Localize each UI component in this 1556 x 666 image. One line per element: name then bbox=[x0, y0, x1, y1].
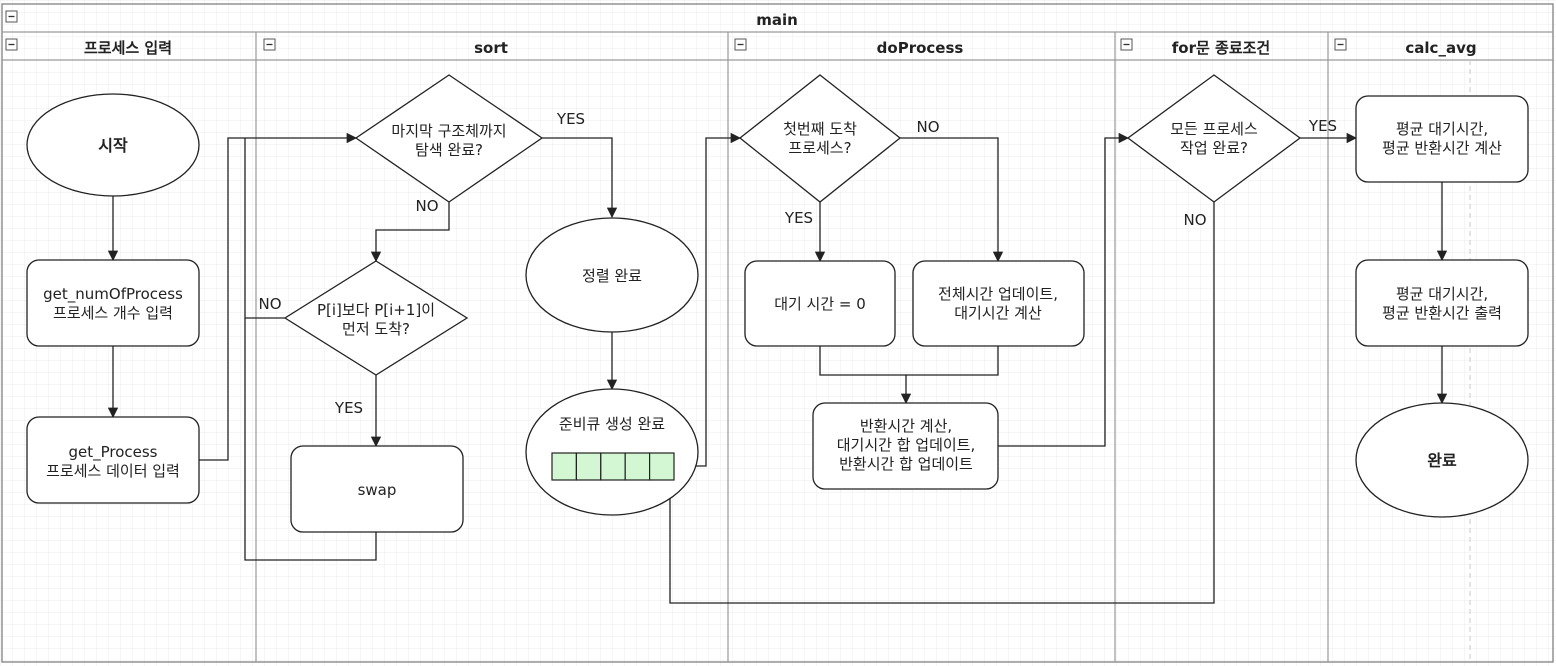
node-compare-line2: 먼저 도착? bbox=[342, 320, 410, 338]
node-first-arrival-decision[interactable]: 첫번째 도착 프로세스? bbox=[738, 74, 902, 203]
node-end-text: 완료 bbox=[1427, 451, 1457, 470]
node-sort-done[interactable]: 정렬 완료 bbox=[525, 217, 699, 333]
node-start-text: 시작 bbox=[98, 136, 128, 155]
node-update-total-line1: 전체시간 업데이트, bbox=[938, 285, 1058, 303]
node-all-done-decision[interactable]: 모든 프로세스 작업 완료? bbox=[1126, 74, 1302, 203]
edge-update-to-turnaround bbox=[906, 346, 999, 376]
lane-title-sort: sort bbox=[474, 39, 508, 57]
lane-calc-avg: calc_avg bbox=[1334, 38, 1477, 57]
lane-sort: sort bbox=[263, 38, 508, 57]
ready-queue-cells bbox=[551, 452, 675, 481]
lane-title-input: 프로세스 입력 bbox=[84, 39, 172, 57]
node-get-num[interactable]: get_numOfProcess 프로세스 개수 입력 bbox=[26, 259, 200, 347]
lane-doprocess: doProcess bbox=[734, 38, 964, 57]
lane-collapse-button[interactable] bbox=[5, 38, 18, 51]
edge-alldone-no-loop bbox=[669, 202, 1215, 604]
lane-collapse-button[interactable] bbox=[263, 38, 276, 51]
node-end[interactable]: 완료 bbox=[1355, 402, 1529, 518]
edge-label-first-yes: YES bbox=[784, 209, 813, 227]
edge-label-compare-no: NO bbox=[258, 295, 281, 313]
node-ready-queue[interactable]: 준비큐 생성 완료 bbox=[525, 388, 699, 516]
edge-label-compare-yes: YES bbox=[334, 399, 363, 417]
lane-title-for-end: for문 종료조건 bbox=[1172, 39, 1270, 57]
node-swap-text: swap bbox=[358, 481, 397, 499]
edge-swap-loop bbox=[244, 318, 377, 561]
node-calc-avg-line1: 평균 대기시간, bbox=[1396, 120, 1488, 138]
node-get-num-line1: get_numOfProcess bbox=[43, 285, 183, 304]
edge-wait-to-turnaround bbox=[819, 346, 912, 405]
pool-main: main bbox=[1, 3, 1554, 663]
edge-label-last-yes: YES bbox=[556, 110, 585, 128]
node-print-avg-line1: 평균 대기시간, bbox=[1396, 285, 1488, 303]
edge-turnaround-to-alldone bbox=[998, 132, 1130, 447]
node-last-struct-line2: 탐색 완료? bbox=[415, 141, 483, 159]
node-wait-zero[interactable]: 대기 시간 = 0 bbox=[744, 260, 896, 347]
node-turnaround-line1: 반환시간 계산, bbox=[860, 417, 952, 435]
node-calc-avg[interactable]: 평균 대기시간, 평균 반환시간 계산 bbox=[1355, 95, 1529, 183]
node-get-num-line2: 프로세스 개수 입력 bbox=[53, 304, 173, 322]
node-start[interactable]: 시작 bbox=[26, 93, 200, 197]
node-last-struct-line1: 마지막 구조체까지 bbox=[391, 122, 506, 140]
node-print-avg-line2: 평균 반환시간 출력 bbox=[1382, 304, 1502, 322]
nodes: 시작 get_numOfProcess 프로세스 개수 입력 get_Proce… bbox=[26, 74, 1529, 533]
edge-label-all-yes: YES bbox=[1308, 117, 1337, 135]
lane-title-calc-avg: calc_avg bbox=[1405, 39, 1476, 57]
node-turnaround-line2: 대기시간 합 업데이트, bbox=[837, 436, 976, 454]
lane-input: 프로세스 입력 bbox=[5, 38, 172, 57]
edges bbox=[107, 132, 1448, 604]
lane-collapse-button[interactable] bbox=[1334, 38, 1347, 51]
node-first-arrival-line2: 프로세스? bbox=[788, 139, 851, 157]
lane-for-end: for문 종료조건 bbox=[1120, 38, 1270, 57]
lane-collapse-button[interactable] bbox=[734, 38, 747, 51]
edge-last-yes-to-sortdone bbox=[542, 137, 618, 219]
pool-title: main bbox=[756, 11, 798, 29]
node-get-process[interactable]: get_Process 프로세스 데이터 입력 bbox=[26, 416, 200, 504]
node-get-process-line1: get_Process bbox=[68, 443, 157, 462]
node-print-avg[interactable]: 평균 대기시간, 평균 반환시간 출력 bbox=[1355, 259, 1529, 347]
node-calc-avg-line2: 평균 반환시간 계산 bbox=[1382, 139, 1502, 157]
node-update-total[interactable]: 전체시간 업데이트, 대기시간 계산 bbox=[912, 260, 1085, 347]
lane-collapse-button[interactable] bbox=[1120, 38, 1133, 51]
edge-first-no-to-update bbox=[900, 137, 1004, 263]
ready-queue-cell bbox=[575, 452, 602, 481]
lanes: 프로세스 입력 sort doProcess for문 종료조건 bbox=[2, 32, 1553, 662]
node-ready-queue-text: 준비큐 생성 완료 bbox=[559, 415, 665, 433]
ready-queue-cell bbox=[648, 452, 675, 481]
node-wait-zero-text: 대기 시간 = 0 bbox=[774, 295, 866, 313]
node-compare-line1: P[i]보다 P[i+1]이 bbox=[317, 301, 435, 319]
ready-queue-cell bbox=[624, 452, 651, 481]
ready-queue-cell bbox=[600, 452, 626, 481]
node-compare-decision[interactable]: P[i]보다 P[i+1]이 먼저 도착? bbox=[283, 260, 469, 376]
edge-last-no-to-compare bbox=[370, 202, 450, 263]
node-all-done-line2: 작업 완료? bbox=[1180, 139, 1248, 157]
edge-getprocess-to-last bbox=[199, 132, 358, 461]
edge-label-last-no: NO bbox=[415, 197, 438, 215]
node-get-process-line2: 프로세스 데이터 입력 bbox=[46, 462, 180, 480]
edge-labels: YES NO NO YES NO YES YES NO bbox=[258, 110, 1337, 417]
node-sort-done-text: 정렬 완료 bbox=[582, 267, 642, 285]
edge-label-all-no: NO bbox=[1183, 211, 1206, 229]
node-last-struct-decision[interactable]: 마지막 구조체까지 탐색 완료? bbox=[354, 74, 544, 203]
lane-title-doprocess: doProcess bbox=[877, 39, 964, 57]
node-swap[interactable]: swap bbox=[290, 445, 464, 533]
node-all-done-line1: 모든 프로세스 bbox=[1170, 120, 1258, 138]
node-turnaround-line3: 반환시간 합 업데이트 bbox=[839, 455, 973, 473]
edge-label-first-no: NO bbox=[916, 118, 939, 136]
node-turnaround[interactable]: 반환시간 계산, 대기시간 합 업데이트, 반환시간 합 업데이트 bbox=[812, 402, 999, 490]
ready-queue-cell bbox=[551, 452, 577, 481]
node-update-total-line2: 대기시간 계산 bbox=[954, 304, 1042, 322]
node-first-arrival-line1: 첫번째 도착 bbox=[783, 120, 857, 138]
pool-collapse-button[interactable] bbox=[5, 10, 18, 23]
